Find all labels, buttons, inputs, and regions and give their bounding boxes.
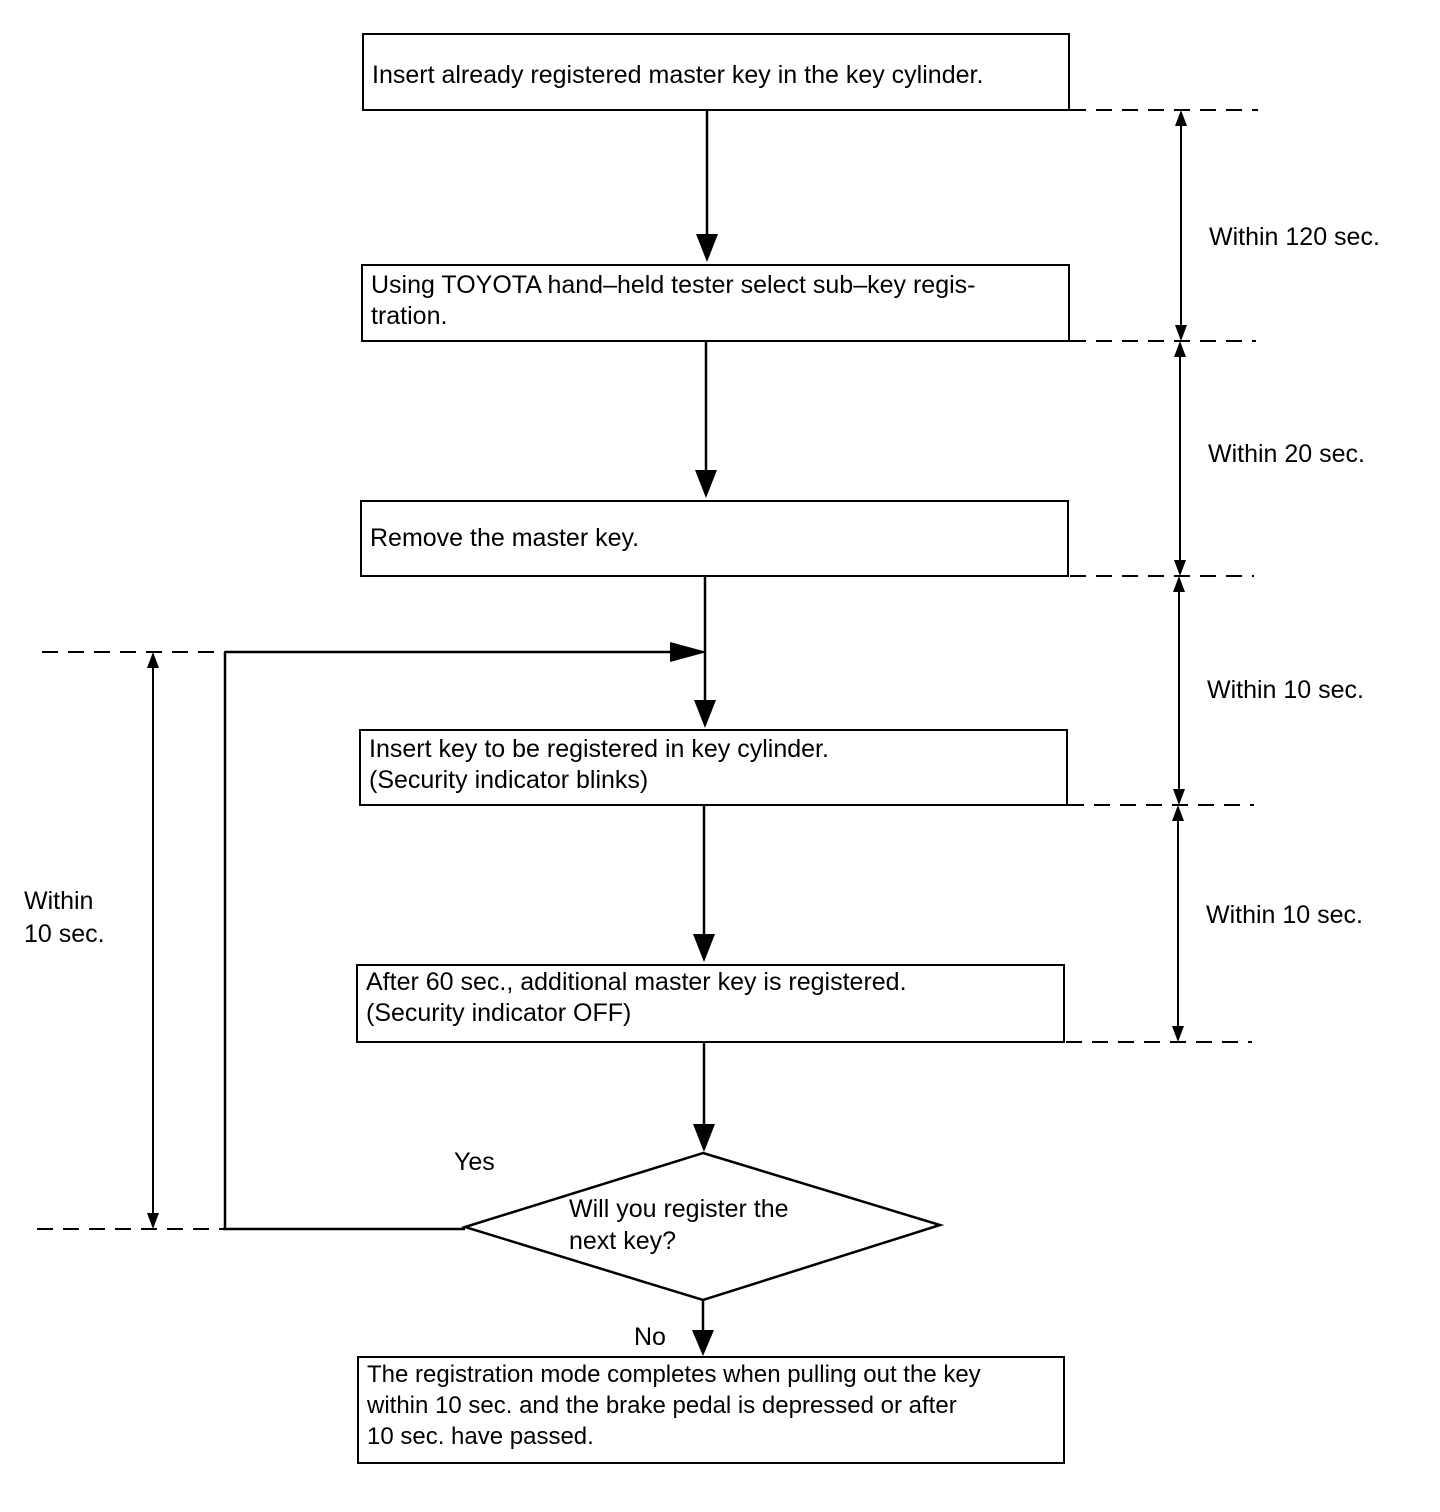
- no-label: No: [634, 1323, 666, 1351]
- arrowhead-6: [692, 1330, 714, 1356]
- step-text-line3: 10 sec. have passed.: [367, 1423, 594, 1450]
- dim-arrow-10b-top: [1172, 805, 1184, 821]
- step-text-line1: Using TOYOTA hand–held tester select sub…: [371, 271, 976, 299]
- dim-arrow-10b-bottom: [1172, 1026, 1184, 1042]
- decision-text-line1: Will you register the: [569, 1195, 789, 1223]
- dim-arrow-10a-top: [1173, 576, 1185, 592]
- arrowhead-5: [693, 1124, 715, 1152]
- step-after-60-sec: After 60 sec., additional master key is …: [356, 964, 1065, 1043]
- dim-arrow-20-bottom: [1174, 560, 1186, 576]
- timing-label-10-a: Within 10 sec.: [1207, 676, 1365, 704]
- dim-arrow-20-top: [1174, 341, 1186, 357]
- timing-label-left-line1: Within: [24, 887, 94, 915]
- decision-diamond: [460, 1151, 945, 1302]
- step-insert-master-key: Insert already registered master key in …: [362, 33, 1070, 111]
- step-completion: The registration mode completes when pul…: [357, 1356, 1065, 1464]
- arrowhead-1: [696, 234, 718, 262]
- timing-label-left-line2: 10 sec.: [24, 920, 105, 948]
- step-text-line1: After 60 sec., additional master key is …: [366, 968, 907, 996]
- timing-label-20: Within 20 sec.: [1208, 440, 1366, 468]
- arrowhead-4: [693, 934, 715, 962]
- step-insert-key: Insert key to be registered in key cylin…: [359, 729, 1068, 806]
- arrowhead-2: [695, 470, 717, 498]
- timing-label-10-b: Within 10 sec.: [1206, 901, 1364, 929]
- step-text-line2: within 10 sec. and the brake pedal is de…: [367, 1392, 957, 1419]
- step-text-line2: (Security indicator OFF): [366, 999, 632, 1027]
- step-remove-master-key: Remove the master key.: [360, 500, 1069, 577]
- timing-label-120: Within 120 sec.: [1209, 223, 1380, 251]
- yes-label: Yes: [454, 1148, 495, 1176]
- dim-arrow-120-top: [1175, 110, 1187, 126]
- dim-arrow-10a-bottom: [1173, 789, 1185, 805]
- decision-text-line2: next key?: [569, 1227, 677, 1255]
- step-text-line1: The registration mode completes when pul…: [367, 1361, 981, 1388]
- arrowhead-loop: [670, 642, 707, 662]
- dim-arrow-left-bottom: [147, 1213, 159, 1229]
- dim-arrow-left-top: [147, 652, 159, 668]
- arrowhead-3: [694, 700, 716, 728]
- step-text-line1: Insert key to be registered in key cylin…: [369, 735, 829, 763]
- step-text-line2: tration.: [371, 302, 448, 330]
- step-select-sub-key: Using TOYOTA hand–held tester select sub…: [361, 264, 1070, 342]
- step-text: Insert already registered master key in …: [372, 61, 984, 89]
- dim-arrow-120-bottom: [1175, 325, 1187, 341]
- step-text-line2: (Security indicator blinks): [369, 766, 649, 794]
- step-text: Remove the master key.: [370, 524, 640, 552]
